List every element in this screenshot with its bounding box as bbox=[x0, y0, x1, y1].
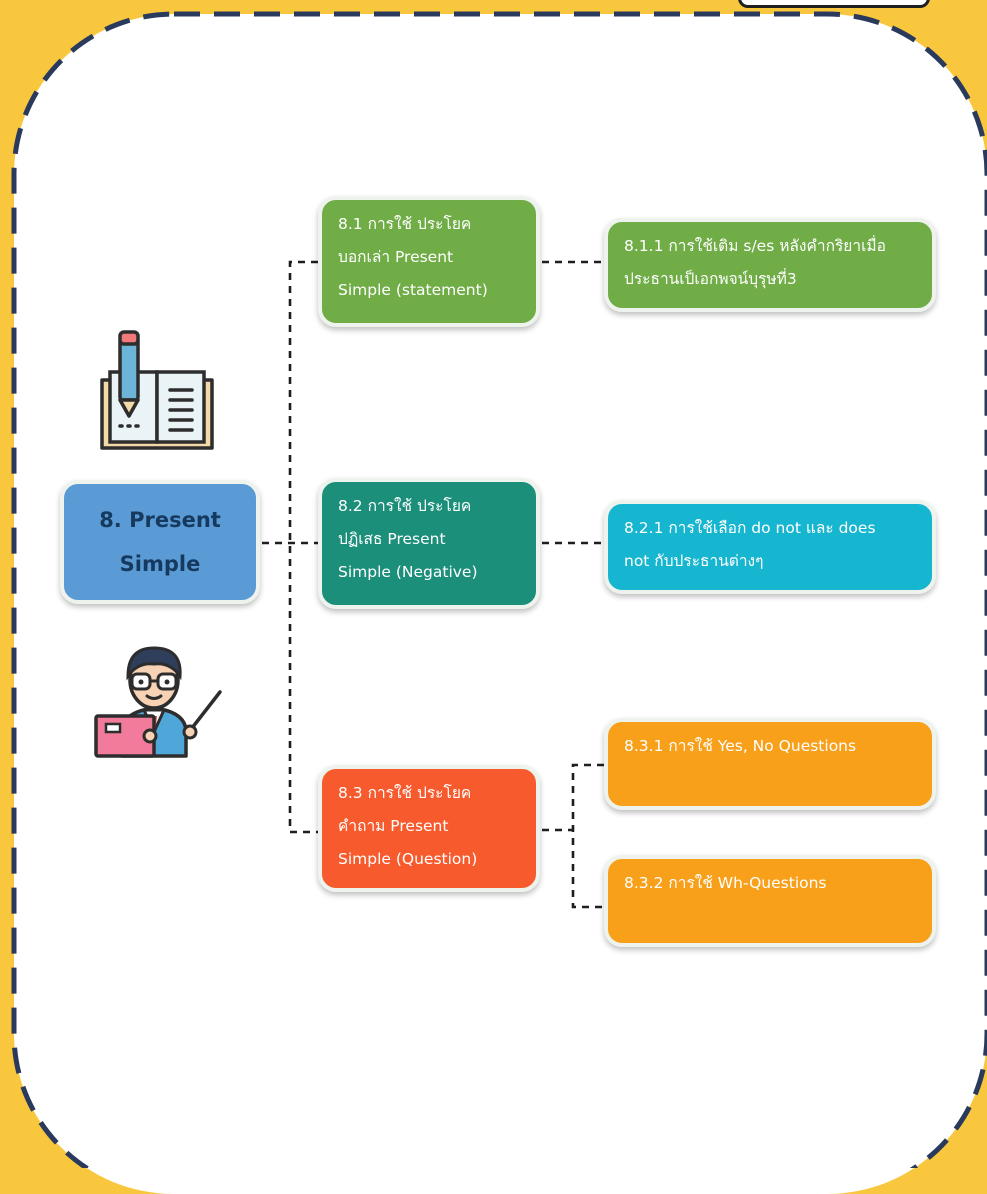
branch-8-2-line-3: Simple (Negative) bbox=[338, 563, 478, 581]
root-node: 8. Present Simple bbox=[60, 480, 260, 604]
branch-8-2-line-2: ปฏิเสธ Present bbox=[338, 530, 446, 548]
branch-node-8-1: 8.1 การใช้ ประโยค บอกเล่า Present Simple… bbox=[318, 196, 540, 327]
book-and-pencil-icon bbox=[100, 330, 214, 450]
branch-8-2-line-1: 8.2 การใช้ ประโยค bbox=[338, 497, 472, 515]
branch-node-8-2: 8.2 การใช้ ประโยค ปฏิเสธ Present Simple … bbox=[318, 478, 540, 609]
root-node-text: 8. Present Simple bbox=[99, 498, 221, 586]
leaf-8-3-1-line-1: 8.3.1 การใช้ Yes, No Questions bbox=[624, 737, 857, 755]
branch-8-1-line-3: Simple (statement) bbox=[338, 281, 488, 299]
branch-8-3-line-3: Simple (Question) bbox=[338, 850, 478, 868]
leaf-8-3-2-line-1: 8.3.2 การใช้ Wh-Questions bbox=[624, 874, 827, 892]
branch-8-1-line-1: 8.1 การใช้ ประโยค bbox=[338, 215, 472, 233]
leaf-node-8-3-2: 8.3.2 การใช้ Wh-Questions bbox=[604, 855, 936, 947]
connector-lines bbox=[262, 260, 606, 909]
teacher-with-book-icon bbox=[94, 646, 222, 758]
leaf-node-8-2-1: 8.2.1 การใช้เลือก do not และ does not กั… bbox=[604, 500, 936, 594]
leaf-node-8-3-1: 8.3.1 การใช้ Yes, No Questions bbox=[604, 718, 936, 810]
branch-node-8-3: 8.3 การใช้ ประโยค คำถาม Present Simple (… bbox=[318, 765, 540, 892]
leaf-8-2-1-line-2: not กับประธานต่างๆ bbox=[624, 552, 764, 570]
leaf-8-1-1-line-1: 8.1.1 การใช้เติม s/es หลังคำกริยาเมื่อ bbox=[624, 237, 886, 255]
root-line-2: Simple bbox=[119, 552, 201, 576]
branch-8-3-line-2: คำถาม Present bbox=[338, 817, 449, 835]
connector-trunk bbox=[288, 260, 318, 834]
leaf-8-1-1-line-2: ประธานเป็เอกพจน์บุรุษที่3 bbox=[624, 270, 797, 288]
leaf-node-8-1-1: 8.1.1 การใช้เติม s/es หลังคำกริยาเมื่อ ป… bbox=[604, 218, 936, 312]
leaf-8-2-1-line-1: 8.2.1 การใช้เลือก do not และ does bbox=[624, 519, 876, 537]
branch-8-1-line-2: บอกเล่า Present bbox=[338, 248, 454, 266]
branch-8-3-line-1: 8.3 การใช้ ประโยค bbox=[338, 784, 472, 802]
root-line-1: 8. Present bbox=[99, 508, 221, 532]
connector-8-3-children bbox=[571, 763, 604, 909]
